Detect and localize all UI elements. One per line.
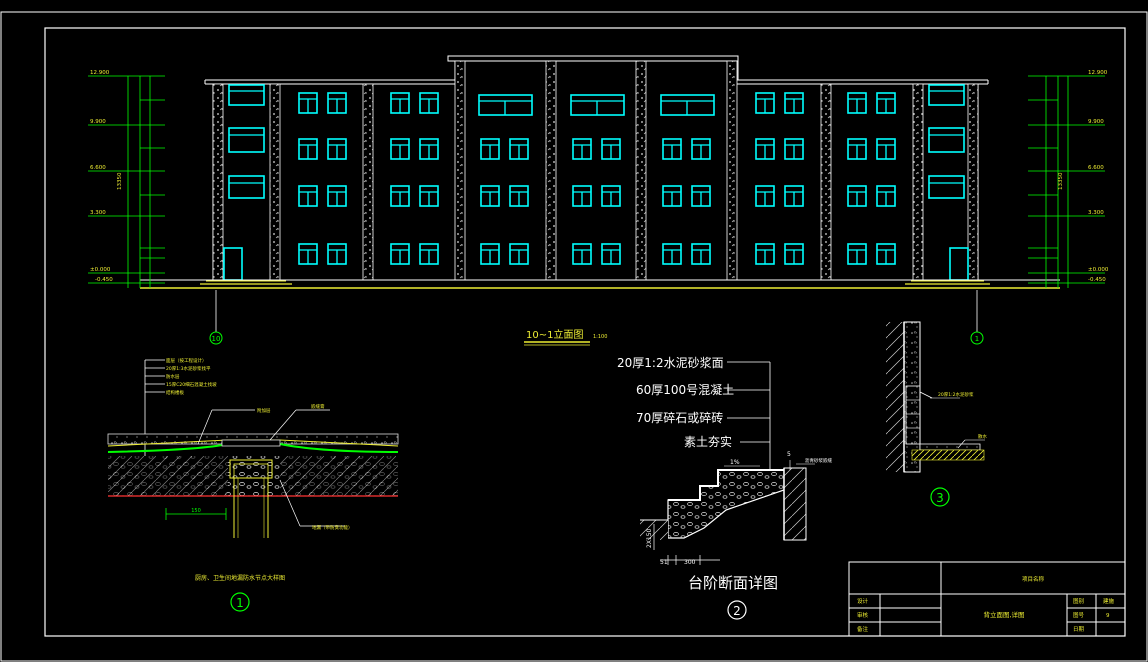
left-level-6: -0.450 (95, 277, 113, 283)
windows (223, 84, 969, 281)
right-level-5: ±0.000 (1088, 267, 1109, 273)
tb-row-note: 备注 (857, 625, 869, 633)
detail1-layer-1: 面层（按工程设计） (166, 357, 207, 364)
inner-frame (44, 27, 1126, 637)
left-level-marks (88, 75, 165, 288)
detail1-label-a: 附加层 (257, 407, 271, 414)
left-level-3: 6.600 (90, 165, 106, 171)
detail2-layer-4: 素土夯实 (684, 434, 732, 449)
detail3-label-a: 20厚1:2水泥砂浆 (938, 391, 974, 398)
left-total-height: 13350 (117, 172, 123, 190)
detail1-dimension: 150 (191, 508, 201, 514)
right-level-2: 9.900 (1088, 119, 1104, 125)
left-level-5: ±0.000 (90, 267, 111, 273)
detail2-layer-3: 70厚碎石或碎砖 (636, 410, 723, 425)
detail1-layer-4: 15厚C20细石混凝土找坡 (166, 381, 217, 388)
tb-field-1: 图别 (1073, 597, 1084, 605)
tb-field-3: 日期 (1073, 626, 1085, 633)
left-level-4: 3.300 (90, 210, 106, 216)
elevation-scale: 1:100 (593, 334, 607, 340)
detail1-layer-3: 防水层 (166, 373, 180, 380)
detail2-dim-a: 5 (787, 451, 791, 458)
detail1-caption: 厨房、卫生间地漏防水节点大样图 (195, 574, 285, 582)
detail2-layer-1: 20厚1:2水泥砂浆面 (617, 355, 724, 370)
tb-field-1-value: 建施 (1103, 597, 1115, 605)
title-block (848, 561, 1126, 637)
detail1-label-b: 嵌缝膏 (311, 403, 325, 410)
detail2-slope: 1% (730, 459, 740, 466)
detail-2-step: 20厚1:2水泥砂浆面 60厚100号混凝土 70厚碎石或碎砖 素土夯实 1% … (617, 355, 832, 620)
tb-row-design: 设计 (857, 597, 869, 605)
outer-frame (0, 11, 1148, 662)
right-level-1: 12.900 (1088, 70, 1108, 76)
detail2-number: 2 (733, 604, 741, 618)
detail2-note: 沥青砂浆嵌缝 (805, 457, 832, 464)
right-total-height: 13350 (1058, 172, 1064, 190)
right-level-3: 6.600 (1088, 165, 1104, 171)
detail1-number: 1 (236, 596, 244, 610)
right-level-marks (1028, 75, 1105, 288)
detail1-label-c: 地漏（带防臭功能） (312, 524, 353, 531)
tb-field-2: 图号 (1073, 611, 1085, 619)
tb-field-2-value: 9 (1106, 613, 1110, 619)
detail2-dim-b: 51 (660, 559, 668, 566)
detail2-caption: 台阶断面详图 (688, 574, 778, 592)
detail-3-apron: 20厚1:2水泥砂浆 散水 3 (886, 321, 987, 507)
detail2-dim-d: 2X150 (646, 528, 653, 548)
elevation-drawing: 12.900 9.900 6.600 3.300 ±0.000 -0.450 1… (88, 55, 1109, 346)
right-level-6: -0.450 (1088, 277, 1106, 283)
tb-drawing-name: 背立面图,详图 (983, 610, 1024, 619)
left-level-1: 12.900 (90, 70, 110, 76)
left-level-2: 9.900 (90, 119, 106, 125)
detail2-layer-2: 60厚100号混凝土 (636, 382, 734, 397)
tb-project-label: 项目名称 (1022, 575, 1045, 583)
axis-left-label: 10 (212, 335, 221, 343)
detail3-number: 3 (936, 491, 944, 505)
right-level-4: 3.300 (1088, 210, 1104, 216)
detail1-layer-2: 20厚1:3水泥砂浆找平 (166, 365, 211, 372)
elevation-title: 10~1立面图 (526, 328, 583, 341)
detail3-label-b: 散水 (978, 433, 987, 440)
tb-row-review: 审核 (857, 611, 869, 619)
detail1-layer-5: 结构楼板 (166, 389, 184, 396)
axis-right-label: 1 (975, 335, 979, 343)
detail2-dim-c: 300 (684, 559, 696, 566)
detail-1-drain: 面层（按工程设计） 20厚1:3水泥砂浆找平 防水层 15厚C20细石混凝土找坡… (107, 357, 399, 612)
